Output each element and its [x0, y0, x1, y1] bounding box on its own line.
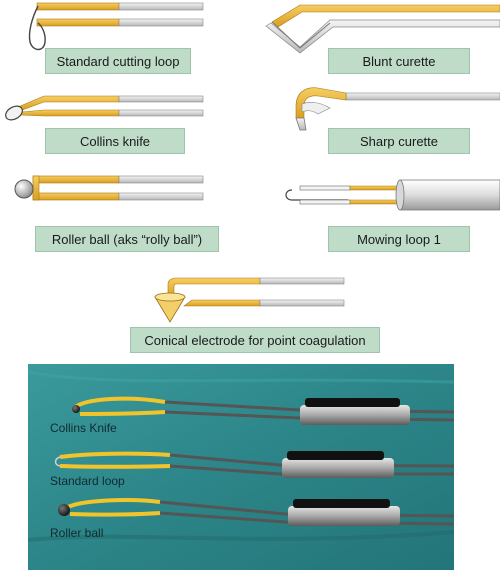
collins-knife-drawing: [5, 95, 204, 121]
label-mowing-loop: Mowing loop 1: [328, 226, 470, 252]
photo-label-roller-ball: Roller ball: [50, 526, 104, 540]
photo-standard-loop-electrode: [54, 451, 455, 478]
sharp-curette-drawing: [295, 87, 500, 131]
conical-electrode-drawing: [154, 277, 345, 323]
standard-cutting-loop-drawing: [28, 2, 204, 51]
label-conical-electrode: Conical electrode for point coagulation: [130, 327, 380, 353]
photo-label-standard-loop: Standard loop: [50, 474, 125, 488]
electrode-photograph: [27, 364, 455, 570]
blunt-curette-drawing: [265, 4, 500, 54]
mowing-loop-drawing: [285, 179, 500, 211]
label-blunt-curette: Blunt curette: [328, 48, 470, 74]
label-sharp-curette: Sharp curette: [328, 128, 470, 154]
photo-label-collins-knife: Collins Knife: [50, 421, 117, 435]
photo-collins-knife-electrode: [72, 396, 455, 425]
label-collins-knife: Collins knife: [45, 128, 185, 154]
photo-roller-ball-electrode: [58, 498, 455, 526]
label-standard-cutting-loop: Standard cutting loop: [45, 48, 191, 74]
label-roller-ball: Roller ball (aks “rolly ball”): [35, 226, 219, 252]
roller-ball-drawing: [14, 175, 204, 201]
